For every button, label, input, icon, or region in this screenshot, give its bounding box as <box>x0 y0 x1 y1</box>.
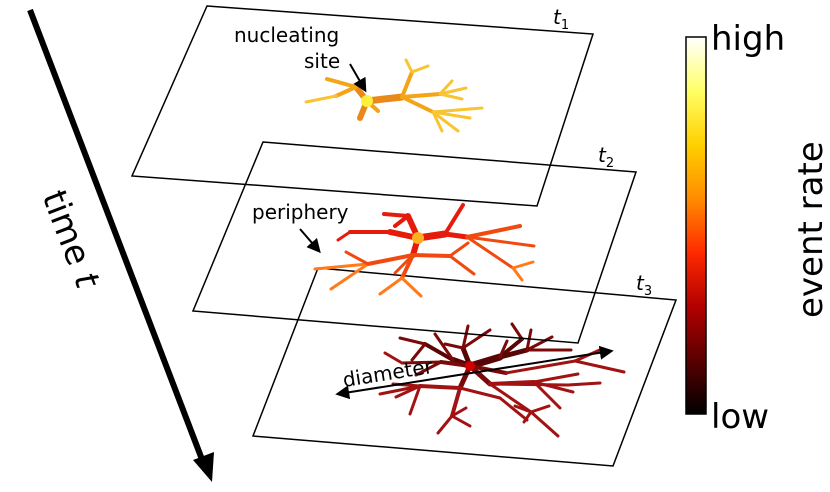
frame-t3-label: t3 <box>636 271 652 299</box>
tree2-branch <box>400 276 423 298</box>
tree3-branch <box>443 342 465 350</box>
tree1-branch <box>400 95 435 114</box>
time-axis-arrowhead <box>193 452 214 482</box>
tree3-branch <box>418 384 462 390</box>
nucleating-site-label-line1: nucleating <box>234 23 339 47</box>
tree3-branch <box>461 324 470 350</box>
tree2-branch <box>448 241 470 258</box>
tree2-branch <box>465 224 522 239</box>
nucleating-site-pointer <box>349 63 367 93</box>
tree2-node <box>412 232 424 244</box>
tree1-branch <box>400 92 442 99</box>
tree2-branch <box>329 262 370 291</box>
tree3-branch <box>529 410 560 438</box>
tree3-branch <box>450 414 472 428</box>
frame-t1 <box>130 5 595 207</box>
tree1-branch <box>304 94 338 104</box>
periphery-pointer <box>299 228 321 254</box>
tree2-branch <box>448 254 476 276</box>
tree3-branch <box>532 372 580 384</box>
tree2-branch <box>465 235 536 248</box>
tree2-branch <box>511 260 535 270</box>
tree2-branch <box>465 235 515 270</box>
periphery-label: periphery <box>252 200 349 224</box>
colorbar-high-label: high <box>711 19 785 59</box>
tree1-branch <box>410 64 430 74</box>
tree3-branch <box>450 406 468 418</box>
tree3-branch <box>398 336 427 346</box>
tree3-branch <box>461 328 492 350</box>
tree3-branch <box>573 359 626 374</box>
tree2-branch <box>393 253 415 275</box>
tree2-branch <box>393 214 410 228</box>
tree1-branch <box>404 58 414 74</box>
tree3-branch <box>529 404 551 414</box>
frame-t2-label: t2 <box>598 143 614 171</box>
colorbar-low-label: low <box>711 397 769 437</box>
tree3-branch <box>458 386 502 400</box>
tree2-branch <box>511 266 524 282</box>
diameter-arrow <box>335 345 614 400</box>
tree2-branch <box>378 276 404 296</box>
frame-t3 <box>251 267 678 467</box>
tree2-branch <box>366 253 415 266</box>
nucleating-site-label-line2: site <box>304 49 340 73</box>
tree2-branch <box>313 262 370 271</box>
tree-t2 <box>313 203 536 298</box>
colorbar-title: event rate <box>791 141 830 318</box>
tree3-branch <box>513 404 533 414</box>
tree3-branch <box>498 396 529 422</box>
tree1-branch <box>325 77 358 89</box>
tree3-branch <box>566 381 602 387</box>
tree1-node <box>361 95 373 107</box>
tree2-branch <box>442 231 470 240</box>
tree1-branch <box>438 86 468 96</box>
tree3-branch <box>488 382 570 387</box>
frame-t1-label: t1 <box>553 5 569 33</box>
tree3-node <box>465 361 475 371</box>
tree1-branch <box>431 106 484 114</box>
tree1-branch <box>400 70 414 99</box>
tree3-branch <box>436 414 454 435</box>
tree1-branch <box>438 79 454 96</box>
colorbar <box>685 36 707 415</box>
time-axis-arrow <box>27 8 206 464</box>
frame-t2 <box>191 141 638 344</box>
tree1-branch <box>431 110 444 133</box>
tree2-branch <box>382 212 410 218</box>
tree1-branch <box>431 110 472 120</box>
tree1-branch <box>431 110 460 133</box>
tree3-branch <box>510 322 524 341</box>
tree2-branch <box>411 253 452 258</box>
tree2-branch <box>336 230 352 242</box>
tree2-branch <box>344 250 370 266</box>
tree1-branch <box>438 92 464 101</box>
tree2-branch <box>443 203 465 236</box>
time-axis-label: time t <box>34 185 108 295</box>
tree1-branch <box>334 85 358 98</box>
